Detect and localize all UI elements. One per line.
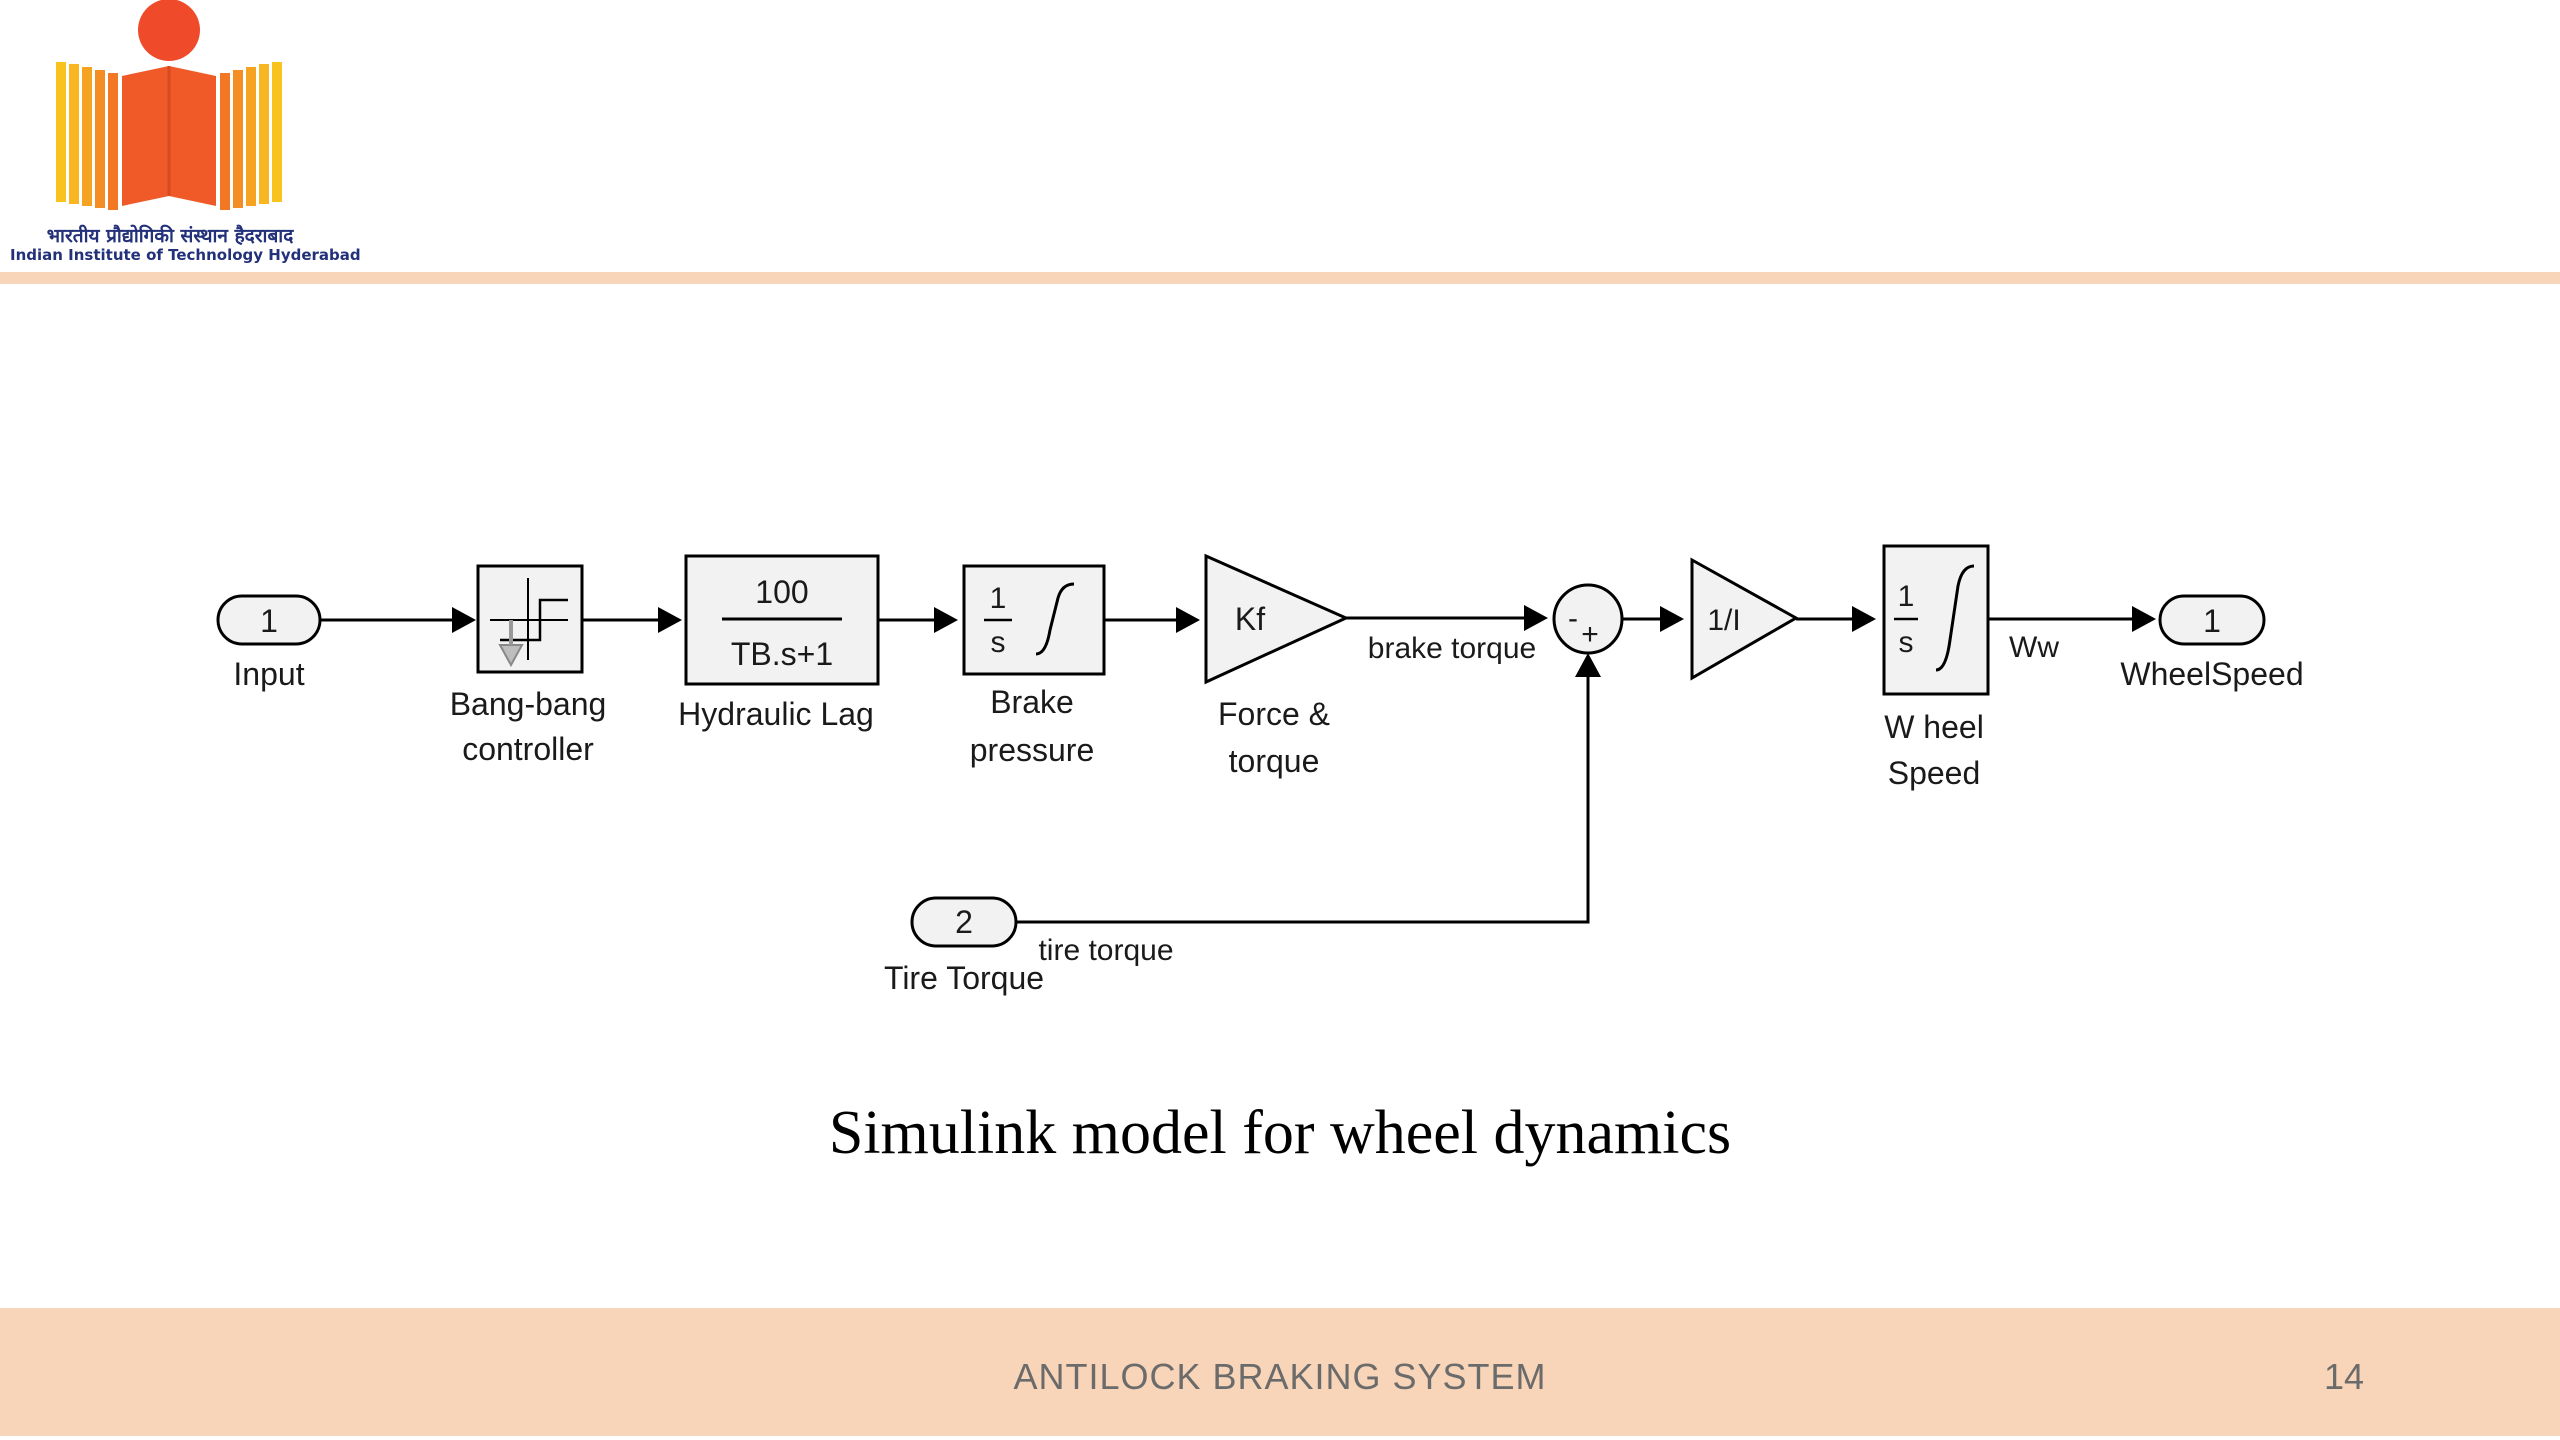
integral-sign-icon bbox=[1035, 582, 1075, 656]
wheel-speed-integrator: 1 s W heel Speed bbox=[1882, 544, 1990, 791]
wheel-integrator-label-2: Speed bbox=[1888, 755, 1981, 791]
arrow-head bbox=[452, 607, 476, 633]
sum-block: - + bbox=[1552, 583, 1624, 655]
hydraulic-lag-label: Hydraulic Lag bbox=[678, 696, 874, 732]
header-divider bbox=[0, 272, 2560, 284]
input-port-number: 1 bbox=[260, 603, 278, 639]
inertia-gain-value: 1/I bbox=[1707, 604, 1740, 637]
page-number: 14 bbox=[2323, 1356, 2364, 1397]
sum-minus-sign: - bbox=[1568, 602, 1578, 635]
output-port-number: 1 bbox=[2203, 603, 2221, 639]
force-torque-gain: Kf Force & torque bbox=[1204, 553, 1350, 779]
brake-integrator-denominator: s bbox=[991, 626, 1006, 659]
brake-torque-signal-label: brake torque bbox=[1368, 632, 1536, 665]
inertia-gain: 1/I bbox=[1690, 557, 1800, 681]
logo-text-english: Indian Institute of Technology Hyderabad bbox=[10, 246, 361, 264]
arrow-head bbox=[1176, 607, 1200, 633]
tire-port-label: Tire Torque bbox=[884, 960, 1044, 996]
iith-logo: भारतीय प्रौद्योगिकी संस्थान हैदराबाद Ind… bbox=[10, 0, 361, 268]
tire-torque-port: 2 Tire Torque bbox=[884, 896, 1044, 996]
wheel-integrator-label-1: W heel bbox=[1884, 709, 1984, 745]
sum-plus-sign: + bbox=[1581, 618, 1599, 651]
brake-pressure-integrator: 1 s Brake pressure bbox=[962, 564, 1106, 768]
arrow-head bbox=[2132, 606, 2156, 632]
arrow-head bbox=[1575, 653, 1601, 677]
force-gain-label-2: torque bbox=[1229, 743, 1320, 779]
arrow-head bbox=[1524, 605, 1548, 631]
hydraulic-lag-denominator: TB.s+1 bbox=[731, 636, 833, 672]
wheel-integrator-denominator: s bbox=[1899, 626, 1914, 659]
arrow-head bbox=[1660, 606, 1684, 632]
input-port: 1 Input bbox=[216, 594, 322, 692]
bang-bang-label-1: Bang-bang bbox=[450, 686, 607, 722]
footer-title: ANTILOCK BRAKING SYSTEM bbox=[1013, 1356, 1547, 1397]
bang-bang-label-2: controller bbox=[462, 731, 594, 767]
wheel-integrator-numerator: 1 bbox=[1898, 580, 1915, 613]
output-port: 1 WheelSpeed bbox=[2120, 594, 2304, 692]
integral-sign-icon bbox=[1935, 564, 1975, 672]
arrow-head bbox=[1852, 606, 1876, 632]
hydraulic-lag-block: 100 TB.s+1 Hydraulic Lag bbox=[678, 554, 880, 732]
brake-integrator-numerator: 1 bbox=[990, 582, 1007, 615]
ww-signal-label: Ww bbox=[2009, 631, 2059, 664]
force-gain-value: Kf bbox=[1235, 601, 1265, 637]
footer-band: ANTILOCK BRAKING SYSTEM 14 bbox=[0, 1308, 2560, 1436]
arrow-head bbox=[934, 607, 958, 633]
logo-emblem-icon bbox=[56, 0, 282, 210]
input-port-label: Input bbox=[233, 656, 304, 692]
arrow-head bbox=[658, 607, 682, 633]
logo-text-hindi: भारतीय प्रौद्योगिकी संस्थान हैदराबाद bbox=[46, 225, 294, 247]
brake-integrator-label-1: Brake bbox=[990, 684, 1074, 720]
output-port-label: WheelSpeed bbox=[2120, 656, 2303, 692]
brake-integrator-label-2: pressure bbox=[970, 732, 1095, 768]
tire-torque-signal-label: tire torque bbox=[1038, 934, 1173, 967]
hydraulic-lag-numerator: 100 bbox=[755, 574, 808, 610]
figure-caption: Simulink model for wheel dynamics bbox=[828, 1099, 1732, 1167]
force-gain-label-1: Force & bbox=[1218, 696, 1330, 732]
tire-port-number: 2 bbox=[955, 904, 973, 940]
bang-bang-block: Bang-bang controller bbox=[450, 564, 607, 767]
wire-tire-torque bbox=[1016, 662, 1590, 924]
